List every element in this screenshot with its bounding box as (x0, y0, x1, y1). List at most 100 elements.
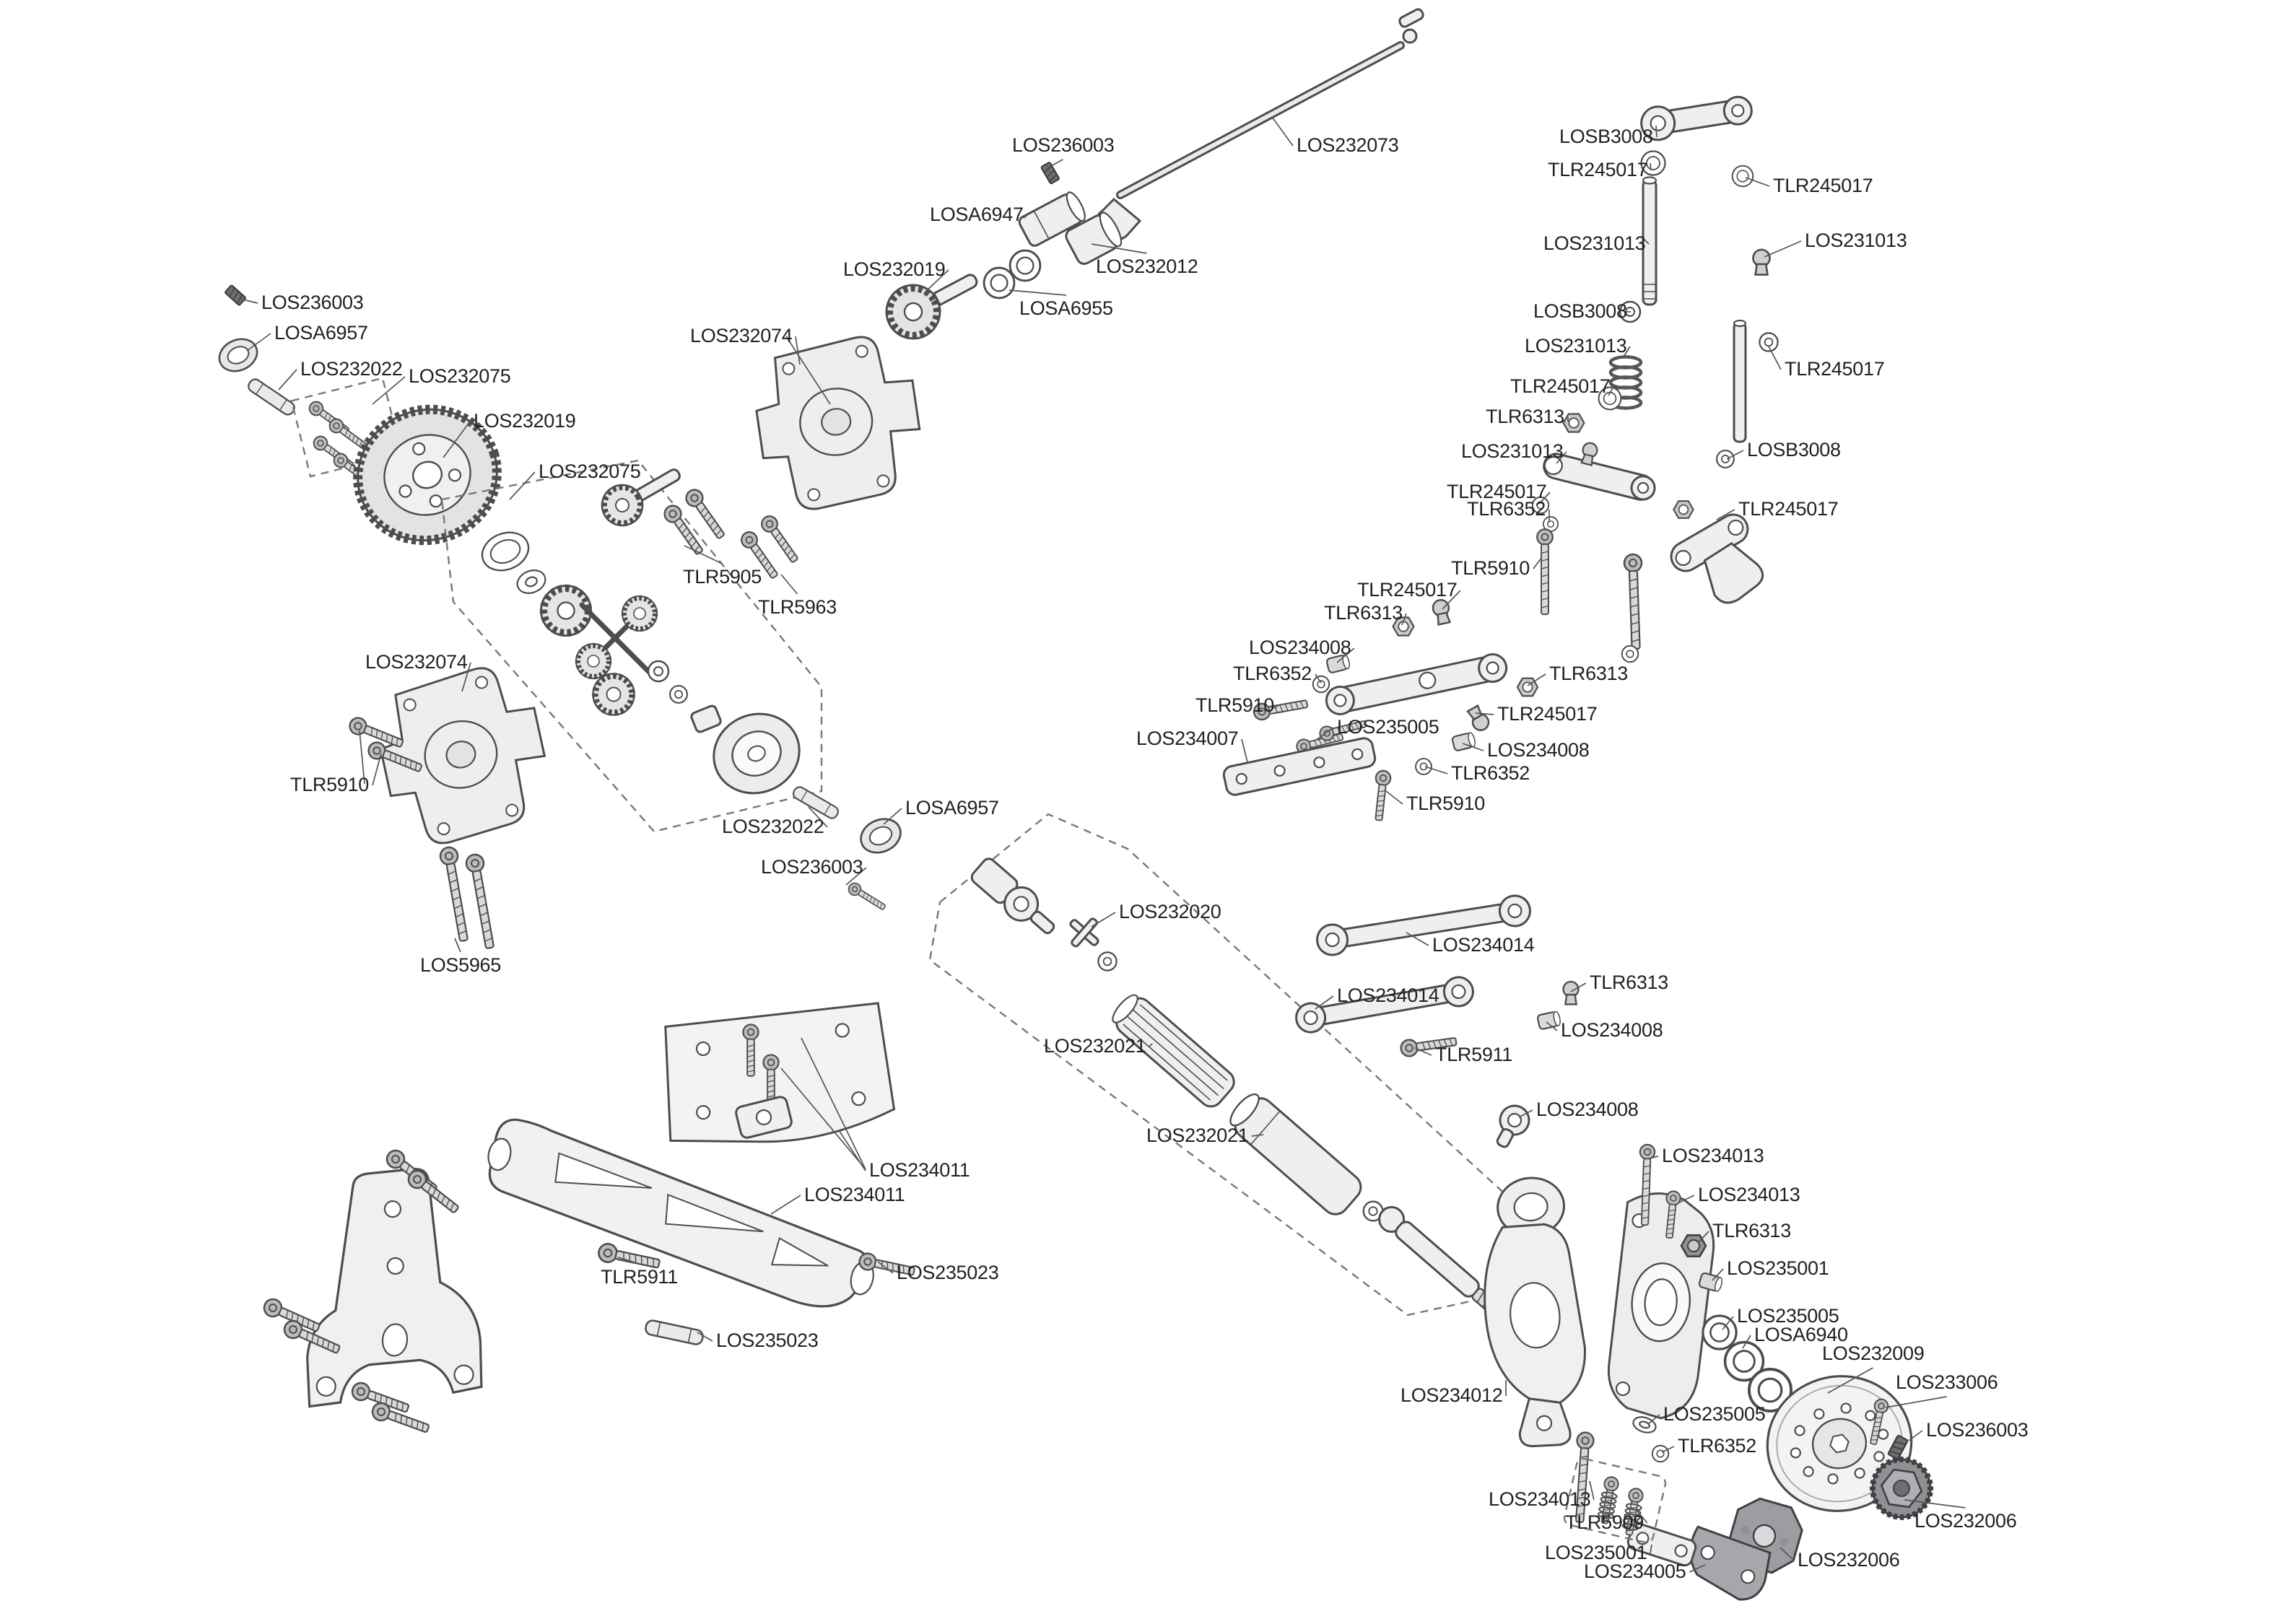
part-label: LOS234005 (1584, 1560, 1686, 1583)
arm-mount-plate (664, 1002, 896, 1143)
part-label: LOS234008 (1536, 1099, 1639, 1121)
steering-bellcrank-right (1670, 513, 1764, 604)
steering-post-left (1642, 176, 1657, 306)
turnbuckle-link (1295, 976, 1474, 1034)
part-label: LOS232074 (690, 325, 793, 347)
part-label: LOS236003 (761, 856, 863, 878)
part-label: TLR6313 (1486, 406, 1564, 428)
part-label: TLR245017 (1773, 175, 1873, 197)
part-label: LOS232022 (300, 358, 403, 380)
part-label: TLR5910 (290, 774, 369, 796)
part-label: LOS233006 (1896, 1371, 1998, 1394)
part-label: LOSB3008 (1747, 439, 1841, 461)
part-label: TLR245017 (1548, 159, 1648, 181)
rear-arm-assembly (487, 1002, 917, 1347)
part-label: TLR245017 (1357, 579, 1458, 601)
suspension-arm (487, 1118, 874, 1308)
slipper-drum (713, 712, 801, 795)
bulkhead (306, 1168, 483, 1408)
part-label: LOSA6957 (274, 322, 368, 344)
steering-post-right (1733, 319, 1747, 443)
part-label: LOS234007 (1136, 728, 1239, 750)
part-label: LOS235023 (716, 1330, 819, 1352)
part-label: TLR6313 (1712, 1220, 1791, 1242)
part-label: LOS234011 (869, 1159, 970, 1182)
part-label: LOS232074 (365, 651, 468, 673)
part-label: LOS232075 (539, 460, 641, 483)
part-label: TLR5910 (1451, 557, 1530, 580)
wheel-nut (1870, 1457, 1933, 1520)
part-label: LOS234008 (1249, 637, 1351, 659)
part-label: TLR6352 (1678, 1435, 1756, 1457)
part-label: TLR5905 (683, 566, 762, 588)
part-label: LOS232075 (409, 365, 511, 388)
part-label: LOS234012 (1400, 1384, 1503, 1407)
part-label: LOSB3008 (1533, 300, 1627, 323)
driveshaft-sleeve (1229, 1093, 1362, 1215)
steering-rack (1325, 653, 1508, 715)
rear-bulkhead-assembly (260, 1145, 483, 1439)
diff-internals (440, 459, 823, 833)
shim (516, 569, 546, 594)
part-label: TLR245017 (1510, 375, 1611, 398)
part-label: LOS236003 (261, 292, 364, 314)
part-label: LOS235005 (1663, 1403, 1766, 1426)
part-label: TLR6313 (1549, 663, 1628, 685)
part-label: TLR245017 (1738, 498, 1839, 520)
part-label: TLR245017 (1785, 358, 1885, 380)
part-label: TLR245017 (1497, 703, 1598, 725)
drive-coupler (1018, 191, 1086, 247)
part-label: LOS235023 (897, 1262, 999, 1284)
part-label: TLR245017 (1447, 481, 1547, 503)
part-label: LOS232006 (1914, 1510, 2017, 1532)
part-label: LOS231013 (1461, 440, 1564, 463)
part-label: LOS231013 (1525, 335, 1627, 357)
part-label: LOS232006 (1798, 1549, 1900, 1571)
bevel-pinion (601, 468, 681, 527)
part-label: LOS232073 (1297, 134, 1399, 157)
part-label: TLR5911 (601, 1266, 678, 1288)
part-label: LOS235005 (1337, 716, 1439, 738)
part-label: LOS232021 (1044, 1035, 1146, 1057)
steering-bellcrank-assembly (1531, 95, 1779, 663)
part-label: LOS235005 (1737, 1305, 1839, 1327)
part-label: LOS234013 (1698, 1184, 1800, 1206)
steering-links (1295, 894, 1580, 1148)
part-label: LOS232020 (1119, 901, 1221, 923)
part-label: LOS234013 (1489, 1488, 1591, 1511)
front-hub-assembly (1484, 1143, 1933, 1601)
part-label: LOS234008 (1561, 1019, 1663, 1042)
part-label: TLR5963 (758, 596, 837, 619)
ball-end (1496, 1104, 1530, 1148)
steering-plate (1222, 737, 1377, 796)
part-label: LOS235001 (1727, 1257, 1829, 1280)
part-label: LOS232022 (722, 816, 824, 838)
part-label: LOSA6955 (1019, 297, 1113, 320)
front-drive-coupler (885, 161, 1123, 340)
steering-top-plate (1640, 95, 1753, 141)
part-label: LOS234008 (1487, 739, 1590, 761)
part-label: TLR5910 (1195, 694, 1274, 717)
part-label: TLR6313 (1590, 972, 1668, 994)
part-label: LOS232012 (1096, 256, 1198, 278)
part-label: LOS236003 (1012, 134, 1115, 157)
center-driveshaft-assembly (928, 813, 1520, 1324)
outdrive (690, 704, 722, 733)
part-label: TLR6313 (1324, 602, 1403, 624)
hinge-block (735, 1096, 793, 1139)
part-label: LOS234013 (1662, 1145, 1764, 1167)
cv-cross-pin (1069, 917, 1099, 948)
part-label: TLR6352 (1467, 498, 1546, 520)
part-label: TLR5911 (1435, 1044, 1512, 1066)
part-label: LOS232021 (1146, 1125, 1249, 1147)
part-label: LOS236003 (1926, 1419, 2029, 1441)
part-label: TLR5910 (1406, 793, 1485, 815)
part-label: LOSA6940 (1754, 1324, 1848, 1346)
part-label: TLR6352 (1451, 762, 1530, 785)
steering-bellcrank-left (1543, 440, 1656, 501)
shim (1632, 1416, 1657, 1433)
pinion-gear (885, 274, 978, 340)
